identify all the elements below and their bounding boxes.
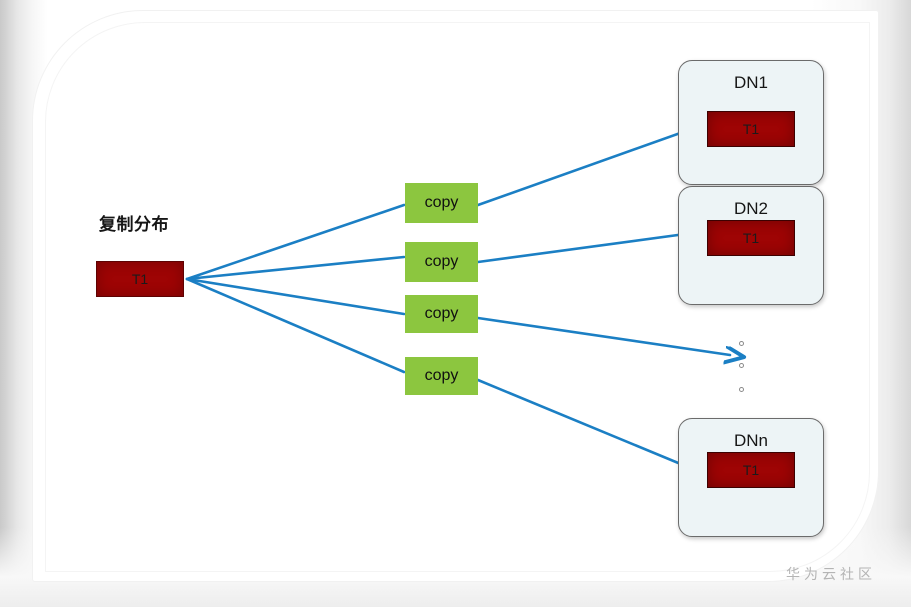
datanode-dn1[interactable]: DN1 T1 xyxy=(678,60,824,185)
copy-box-1[interactable]: copy xyxy=(405,183,478,223)
datanode-dn1-title: DN1 xyxy=(733,73,768,92)
copy-box-4[interactable]: copy xyxy=(405,357,478,395)
datanode-dnn[interactable]: DNn T1 xyxy=(678,418,824,537)
source-table-box[interactable]: T1 xyxy=(96,261,184,297)
ellipsis-dot-2 xyxy=(739,363,744,368)
datanode-dnn-table[interactable]: T1 xyxy=(707,452,795,488)
watermark-text: 华为云社区 xyxy=(786,566,876,582)
datanode-dn2[interactable]: DN2 T1 xyxy=(678,186,824,305)
datanode-dn2-title: DN2 xyxy=(733,199,768,218)
datanode-dn2-table[interactable]: T1 xyxy=(707,220,795,256)
datanode-dn1-table[interactable]: T1 xyxy=(707,111,795,147)
copy-box-3[interactable]: copy xyxy=(405,295,478,333)
distribution-label: 复制分布 xyxy=(99,215,169,234)
copy-box-2[interactable]: copy xyxy=(405,242,478,282)
ellipsis-dot-3 xyxy=(739,387,744,392)
datanode-dnn-title: DNn xyxy=(733,431,768,450)
ellipsis-dot-1 xyxy=(739,341,744,346)
